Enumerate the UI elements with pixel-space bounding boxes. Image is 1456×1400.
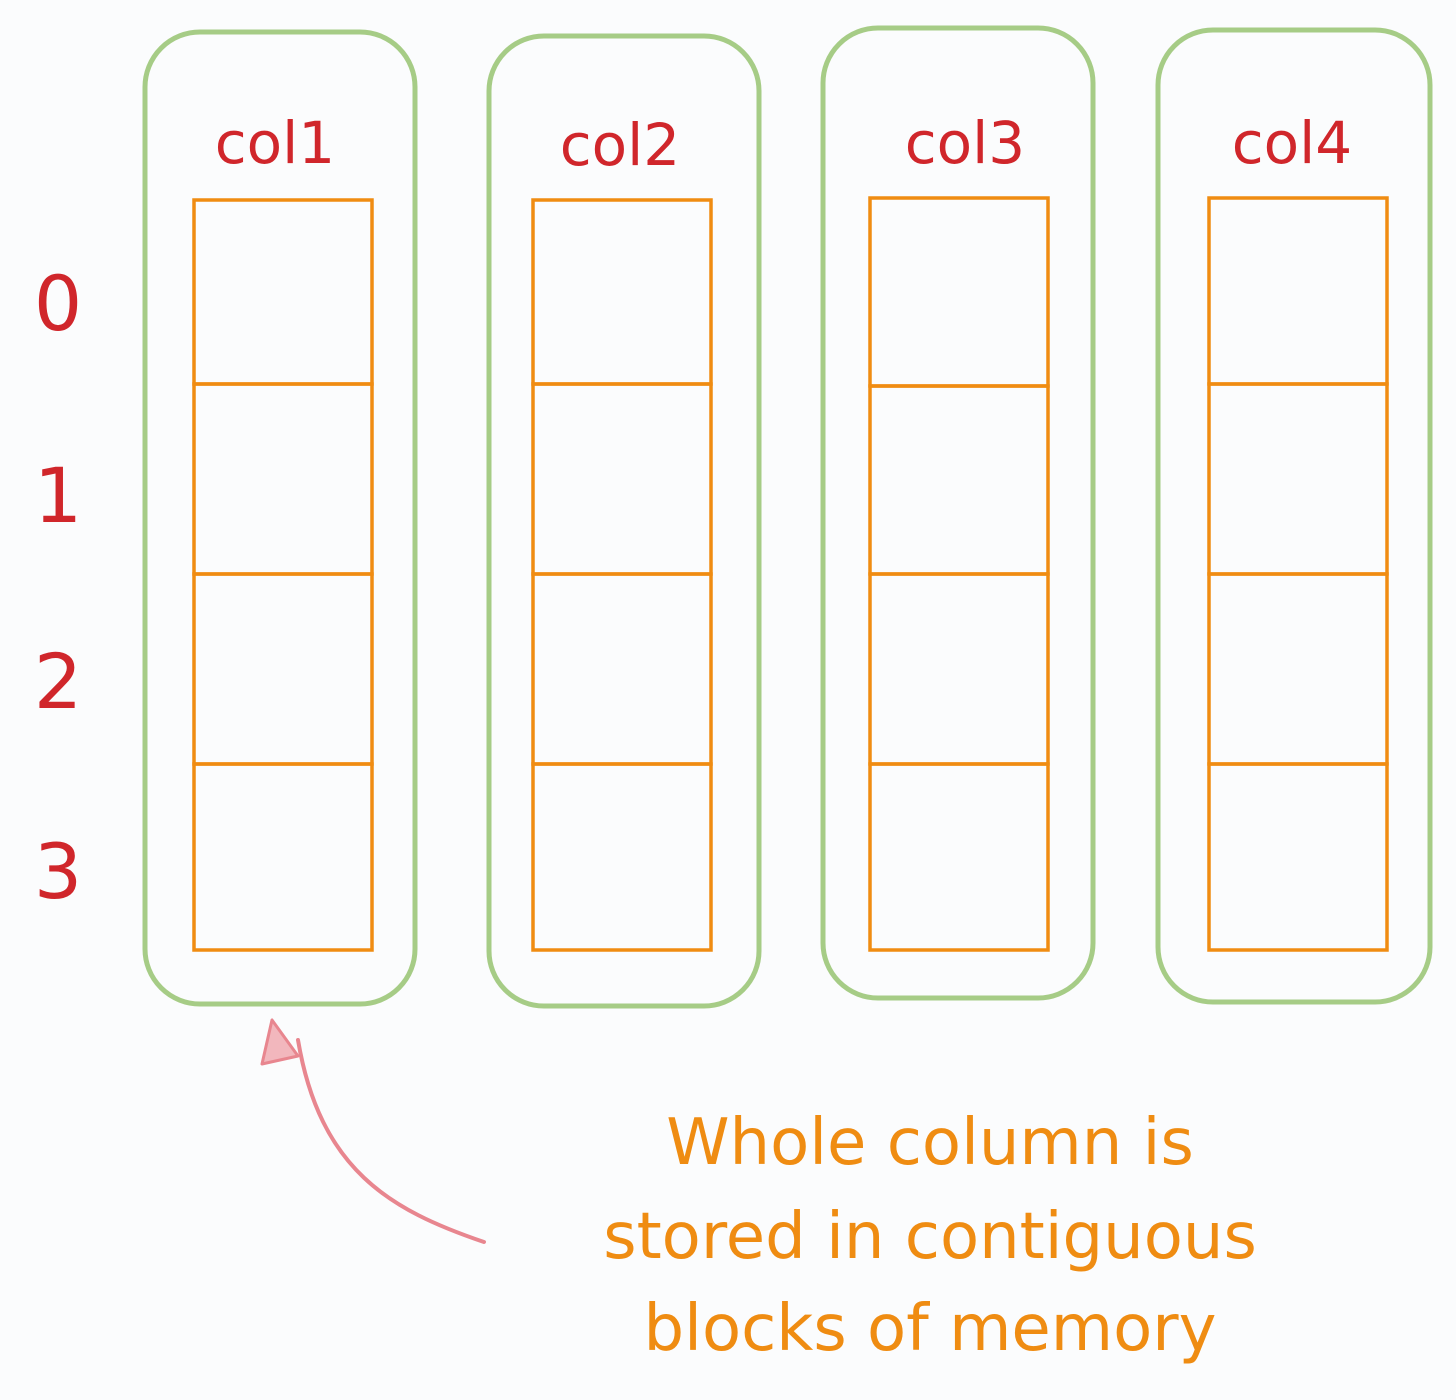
cell-col2-row1 [531, 382, 713, 576]
cell-col2-row0 [531, 198, 713, 386]
cell-col3-row0 [868, 196, 1050, 388]
column-group-col3: col3 [820, 25, 1096, 1001]
column-container-col4 [1155, 27, 1433, 1005]
cell-col4-row2 [1207, 572, 1389, 766]
column-cells-col3 [868, 196, 1050, 952]
column-label-col4: col4 [1232, 109, 1352, 177]
column-label-col2: col2 [560, 111, 680, 179]
column-group-col1: col1 [142, 29, 418, 1007]
cell-col4-row1 [1207, 382, 1389, 576]
row-label-1: 1 [34, 451, 82, 540]
cell-col3-row1 [868, 384, 1050, 576]
cell-col1-row3 [192, 762, 374, 952]
column-group-col2: col2 [486, 33, 762, 1009]
column-container-col1 [142, 29, 418, 1007]
arrow-head [260, 1018, 300, 1066]
cell-col2-row3 [531, 762, 713, 952]
column-group-col4: col4 [1155, 27, 1433, 1005]
pointer-arrow [260, 1018, 486, 1244]
column-cells-col1 [192, 198, 374, 952]
column-cells-col4 [1207, 196, 1389, 952]
cell-col4-row3 [1207, 762, 1389, 952]
annotation-line-3: blocks of memory [644, 1292, 1217, 1366]
cell-col3-row3 [868, 762, 1050, 952]
column-container-col3 [820, 25, 1096, 1001]
arrow-shaft [296, 1038, 486, 1244]
cell-col1-row0 [192, 198, 374, 386]
cell-col3-row2 [868, 572, 1050, 766]
column-container-col2 [486, 33, 762, 1009]
cell-col1-row1 [192, 382, 374, 576]
cell-col2-row2 [531, 572, 713, 766]
cell-col1-row2 [192, 572, 374, 766]
annotation-line-1: Whole column is [666, 1106, 1194, 1180]
row-label-2: 2 [34, 637, 82, 726]
column-label-col3: col3 [905, 109, 1025, 177]
row-label-0: 0 [34, 259, 82, 348]
column-cells-col2 [531, 198, 713, 952]
annotation: Whole column is stored in contiguous blo… [603, 1106, 1257, 1366]
annotation-line-2: stored in contiguous [603, 1200, 1257, 1274]
row-labels: 0 1 2 3 [34, 259, 82, 916]
cell-col4-row0 [1207, 196, 1389, 386]
column-label-col1: col1 [215, 109, 335, 177]
row-label-3: 3 [34, 827, 82, 916]
